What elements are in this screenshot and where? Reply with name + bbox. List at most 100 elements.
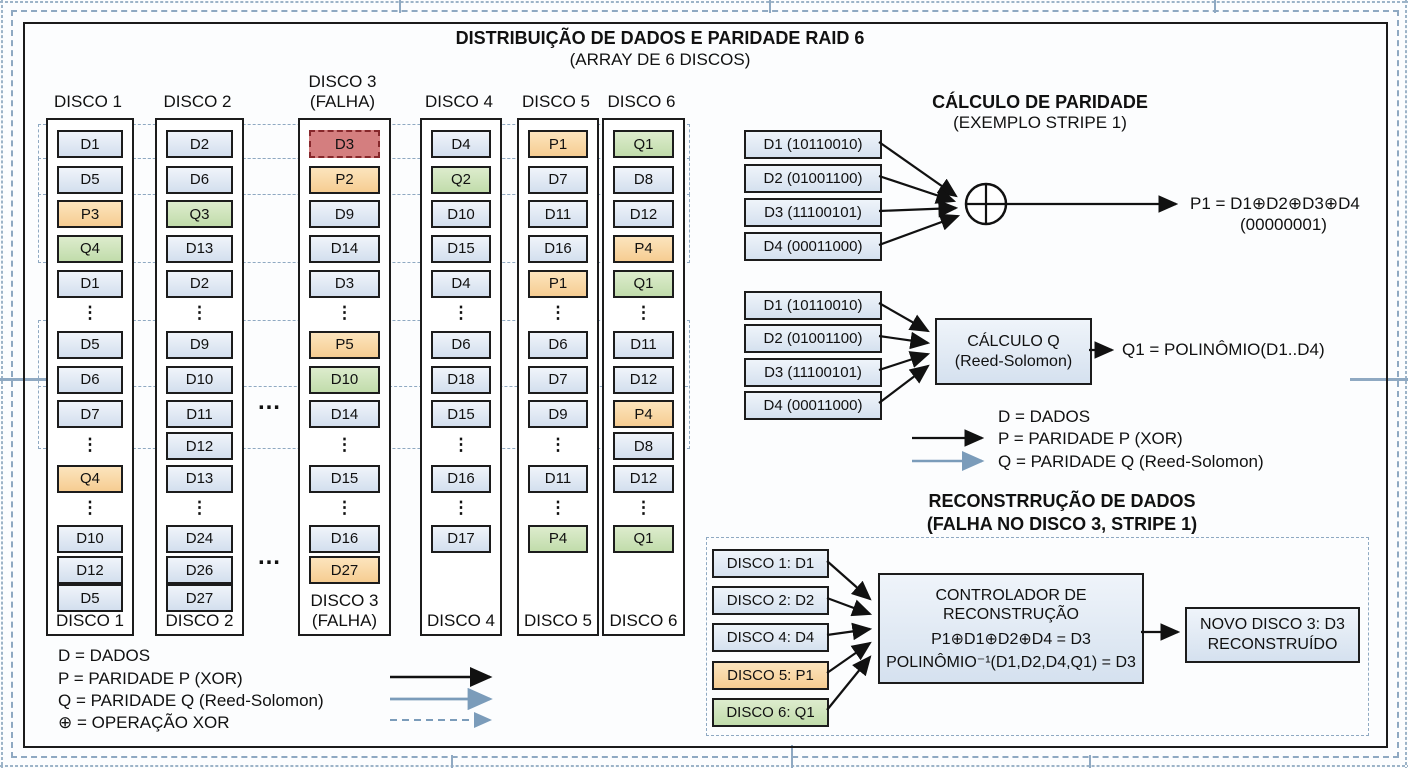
ellipsis-vertical: ⋮ — [549, 498, 567, 517]
reconstruction-input-box: DISCO 2: D2 — [712, 586, 829, 615]
disk-cell: P3 — [57, 200, 123, 228]
reconstruction-input-box: DISCO 5: P1 — [712, 661, 829, 690]
disk-cell: D12 — [613, 365, 674, 394]
disk-cell: D13 — [166, 234, 233, 263]
disk-footer: DISCO 4 — [426, 611, 496, 630]
disk-cell: P4 — [528, 524, 588, 553]
ellipsis-vertical: ⋮ — [452, 303, 470, 322]
disk-cell: D13 — [166, 464, 233, 493]
disk-cell: Q1 — [613, 130, 674, 158]
disk-cell: P4 — [613, 234, 674, 263]
ellipsis-vertical: ⋮ — [191, 498, 208, 517]
disk-cell: D16 — [309, 524, 380, 553]
ellipsis-vertical: ⋮ — [336, 435, 353, 454]
disk-header: DISCO 5 — [521, 92, 591, 111]
disk-cell: Q1 — [613, 524, 674, 553]
controller-line: RECONSTRUÇÃO — [942, 605, 1079, 623]
disk-cell: D8 — [613, 165, 674, 194]
disk-footer: DISCO 5 — [523, 611, 593, 630]
sheet-margin-border — [11, 10, 1399, 758]
q-input-box: D4 (00011000) — [744, 391, 882, 420]
ellipsis-vertical: ⋮ — [336, 498, 353, 517]
disk-header: DISCO 3(FALHA) — [308, 72, 377, 111]
disk-cell: D6 — [166, 165, 233, 194]
disk-cell: D11 — [613, 330, 674, 359]
ellipsis-vertical: ⋮ — [81, 498, 99, 517]
ellipsis-vertical: ⋮ — [191, 303, 208, 322]
parity-result: P1 = D1⊕D2⊕D3⊕D4 — [1190, 194, 1360, 213]
disk-footer: DISCO 6 — [609, 611, 678, 630]
parity-input-box: D2 (01001100) — [744, 164, 882, 193]
controller-formula-xor: P1⊕D1⊕D2⊕D4 = D3 — [931, 630, 1091, 648]
column-ellipsis: … — [257, 543, 281, 570]
disk-cell: Q2 — [431, 165, 491, 194]
disk-cell: Q4 — [57, 464, 123, 493]
sheet-edge-left — [1, 0, 3, 768]
disk-cell: D15 — [431, 234, 491, 263]
disk-cell: D7 — [528, 365, 588, 394]
disk-cell: D12 — [166, 432, 233, 460]
ellipsis-vertical: ⋮ — [81, 303, 99, 322]
disk-cell: D7 — [57, 400, 123, 428]
q-result: Q1 = POLINÔMIO(D1..D4) — [1122, 340, 1325, 359]
disk-cell: D12 — [57, 556, 123, 584]
sheet-tick — [451, 755, 453, 768]
disk-cell: D10 — [309, 365, 380, 394]
q-calc-box: CÁLCULO Q (Reed-Solomon) — [935, 318, 1092, 385]
disk-cell: D7 — [528, 165, 588, 194]
parity-calc-title: CÁLCULO DE PARIDADE — [932, 92, 1148, 112]
parity-input-box: D3 (11100101) — [744, 198, 882, 227]
sheet-edge-right — [1405, 0, 1407, 768]
disk-cell: D6 — [431, 330, 491, 359]
legend-right-q: Q = PARIDADE Q (Reed-Solomon) — [998, 452, 1264, 471]
reconstruction-input-box: DISCO 1: D1 — [712, 549, 829, 578]
reconstruction-output-box: NOVO DISCO 3: D3 RECONSTRUÍDO — [1185, 607, 1360, 663]
disk-header: DISCO 4 — [424, 92, 494, 111]
disk-cell: D10 — [57, 524, 123, 553]
ellipsis-vertical: ⋮ — [81, 435, 99, 454]
parity-calc-subtitle: (EXEMPLO STRIPE 1) — [953, 113, 1127, 132]
sheet-edge-bottom — [0, 765, 1408, 767]
disk-cell: D8 — [613, 432, 674, 460]
output-line: RECONSTRUÍDO — [1207, 636, 1338, 653]
disk-cell: D18 — [431, 365, 491, 394]
disk-header: DISCO 1 — [53, 92, 123, 111]
sheet-tick — [399, 0, 401, 13]
disk-cell: Q3 — [166, 200, 233, 228]
disk-cell: D16 — [528, 234, 588, 263]
disk-cell: D16 — [431, 464, 491, 493]
disk-cell: D24 — [166, 524, 233, 553]
disk-cell: D3 — [309, 269, 380, 298]
disk-cell: D17 — [431, 524, 491, 553]
reconstruction-subtitle: (FALHA NO DISCO 3, STRIPE 1) — [926, 514, 1198, 534]
disk-cell: D3 — [309, 130, 380, 158]
disk-cell: D1 — [57, 269, 123, 298]
ellipsis-vertical: ⋮ — [452, 435, 470, 454]
ellipsis-vertical: ⋮ — [549, 303, 567, 322]
disk-cell: Q4 — [57, 234, 123, 263]
disk-cell: D6 — [528, 330, 588, 359]
disk-cell: D11 — [528, 464, 588, 493]
controller-formula-poly: POLINÔMIO⁻¹(D1,D2,D4,Q1) = D3 — [886, 653, 1136, 671]
legend-left-q: Q = PARIDADE Q (Reed-Solomon) — [58, 691, 324, 710]
disk-cell: D9 — [309, 200, 380, 228]
disk-cell: D26 — [166, 556, 233, 584]
sheet-center-mark-right — [1350, 378, 1408, 381]
disk-cell: D2 — [166, 130, 233, 158]
sheet-tick — [1089, 755, 1091, 768]
disk-cell: D5 — [57, 165, 123, 194]
disk-cell: D2 — [166, 269, 233, 298]
disk-cell: D5 — [57, 584, 123, 612]
disk-header: DISCO 6 — [607, 92, 676, 111]
disk-cell: D12 — [613, 200, 674, 228]
parity-input-box: D1 (10110010) — [744, 130, 882, 159]
disk-cell: D6 — [57, 365, 123, 394]
disk-cell: Q1 — [613, 269, 674, 298]
q-input-box: D3 (11100101) — [744, 358, 882, 387]
disk-cell: D12 — [613, 464, 674, 493]
